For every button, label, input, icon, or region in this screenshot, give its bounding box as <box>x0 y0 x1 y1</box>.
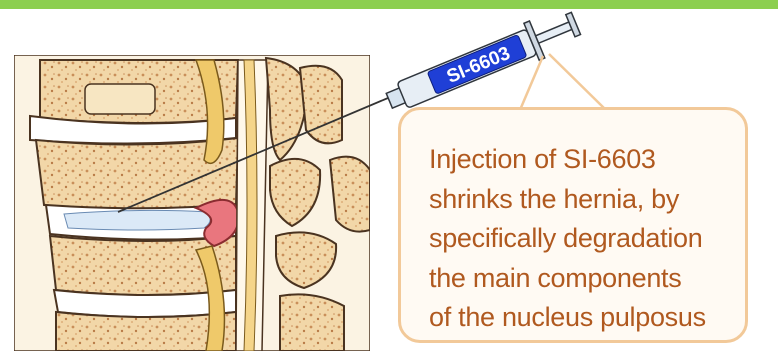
callout-box: Injection of SI-6603 shrinks the hernia,… <box>398 107 748 343</box>
callout-line-5: of the nucleus pulposus <box>429 298 741 338</box>
callout-pointer-right <box>549 54 606 110</box>
callout-line-4: the main components <box>429 259 741 299</box>
spine-cross-section <box>14 55 370 351</box>
callout-line-2: shrinks the hernia, by <box>429 180 741 220</box>
syringe: SI-6603 <box>382 5 584 119</box>
callout-line-1: Injection of SI-6603 <box>429 140 741 180</box>
callout-pointer-left <box>520 56 543 110</box>
callout-line-3: specifically degradation <box>429 219 741 259</box>
